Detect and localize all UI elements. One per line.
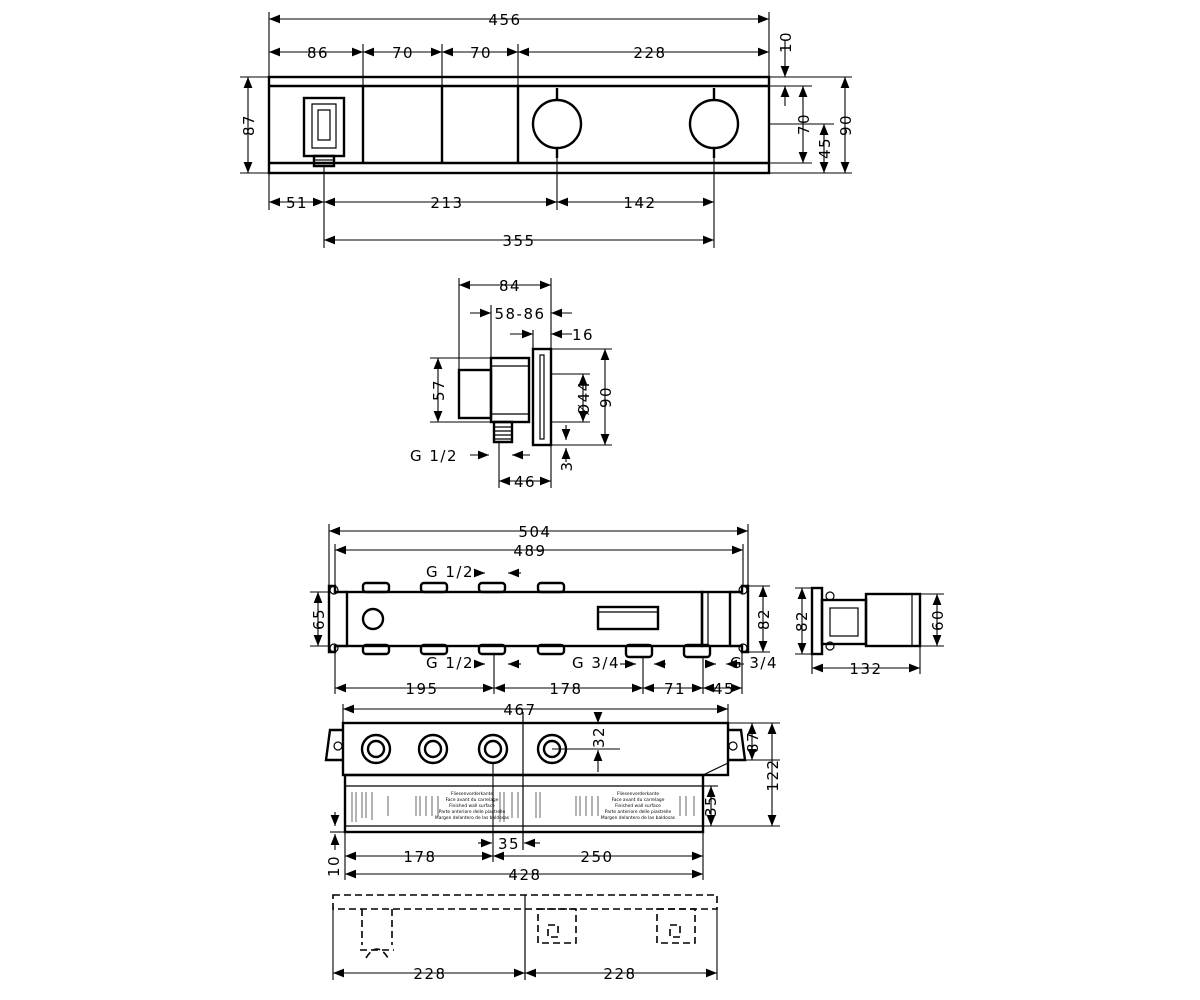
- strip-b-line-5: Margen delantero de las baldosas: [601, 815, 676, 821]
- dim-template-left: 228: [413, 965, 446, 983]
- dim-seg-d: 45: [713, 680, 735, 698]
- dim-bottom-offset: 10: [325, 855, 343, 877]
- dim-height-right: 82: [755, 608, 773, 630]
- volume-knob-icon: [688, 88, 740, 158]
- dim-knob-dia: Ø44: [575, 380, 593, 415]
- dim-height-block: 57: [430, 379, 448, 401]
- dim-seg-left: 178: [403, 848, 436, 866]
- dim-thread-bottom-mid: G 3/4: [572, 654, 620, 672]
- dim-thread-bottom-left: G 1/2: [426, 654, 474, 672]
- dim-port-dia: 32: [590, 726, 608, 748]
- dim-height-left: 87: [240, 114, 258, 136]
- dim-seg-4: 228: [633, 44, 666, 62]
- port-2-icon: [417, 733, 449, 765]
- label-strip: Fliesenvorderkante Face avant du carrela…: [351, 791, 695, 822]
- dim-height-left: 65: [310, 608, 328, 630]
- dim-seg-b: 178: [549, 680, 582, 698]
- dim-outlet-to-knob: 355: [502, 232, 535, 250]
- dim-seg-3: 70: [470, 44, 492, 62]
- shower-holder-icon: [302, 96, 346, 168]
- front-plate-outline: [267, 75, 771, 175]
- dim-center-to-knob: 213: [430, 194, 463, 212]
- strip-a-line-5: Margen delantero de las baldosas: [435, 815, 510, 821]
- dim-height-upper: 87: [744, 731, 762, 753]
- dim-front-width: 467: [503, 701, 536, 719]
- dim-top-offset: 10: [777, 31, 795, 53]
- dim-box-depth-right: 60: [929, 609, 947, 631]
- strip-a-line-3: Finished wall surface: [449, 803, 495, 809]
- dim-outer-width: 504: [518, 523, 551, 541]
- dim-box-height: 82: [793, 610, 811, 632]
- dim-left-offset: 51: [286, 194, 308, 212]
- dim-depth-range: 58-86: [494, 305, 545, 323]
- side-view: 84 58-86 16 57 Ø44 90 G 1/2 3 46: [410, 277, 615, 491]
- dim-height-lower: 35: [702, 795, 720, 817]
- dim-box-width: 132: [849, 660, 882, 678]
- dim-plate-thickness: 16: [572, 326, 594, 344]
- dim-outlet-depth: 46: [514, 473, 536, 491]
- dim-seg-a: 195: [405, 680, 438, 698]
- dim-seg-1: 86: [307, 44, 329, 62]
- template-view: 228 228: [332, 894, 718, 983]
- dim-bottom-width: 428: [508, 866, 541, 884]
- strip-b-line-3: Finished wall surface: [615, 803, 661, 809]
- dim-plate-height: 90: [597, 386, 615, 408]
- thermostat-knob-icon: [531, 88, 583, 158]
- dim-thread-top: G 1/2: [426, 563, 474, 581]
- front-view: 456 86 70 70 228 10 87 70 45 90 51 213 1…: [240, 11, 855, 250]
- dim-height-right: 90: [837, 114, 855, 136]
- dim-thread: G 1/2: [410, 447, 458, 465]
- dim-height-axis: 45: [816, 137, 834, 159]
- dim-seg-c: 71: [664, 680, 686, 698]
- strip-b-line-1: Fliesenvorderkante: [617, 791, 659, 797]
- dim-height-total: 122: [764, 758, 782, 791]
- dim-plate-gap: 3: [558, 460, 576, 471]
- strip-a-line-1: Fliesenvorderkante: [451, 791, 493, 797]
- dim-thread-bottom-right: G 3/4: [730, 654, 778, 672]
- strip-b-line-2: Face avant du carrelage: [612, 797, 665, 803]
- strip-a-line-4: Parte anteriore delle piastrelle: [439, 809, 506, 815]
- port-1-icon: [360, 733, 392, 765]
- strip-a-line-2: Face avant du carrelage: [446, 797, 499, 803]
- dim-overall-width: 456: [488, 11, 521, 29]
- dim-height-inner: 70: [795, 113, 813, 135]
- box-side-view: 82 60 132: [793, 586, 947, 678]
- dim-knob-spacing: 142: [623, 194, 656, 212]
- dim-inner-width: 489: [513, 542, 546, 560]
- strip-b-line-4: Parte anteriore delle piastrelle: [605, 809, 672, 815]
- box-front-view: Fliesenvorderkante Face avant du carrela…: [324, 701, 782, 884]
- dim-template-right: 228: [603, 965, 636, 983]
- port-3-icon: [477, 733, 509, 765]
- dim-offset: 35: [498, 835, 520, 853]
- dim-depth-total: 84: [499, 277, 521, 295]
- dim-seg-2: 70: [392, 44, 414, 62]
- box-top-view: 504 489 G 1/2 G 1/2 G 3/4 G 3/4 65 82 19…: [310, 523, 778, 698]
- dim-seg-right: 250: [580, 848, 613, 866]
